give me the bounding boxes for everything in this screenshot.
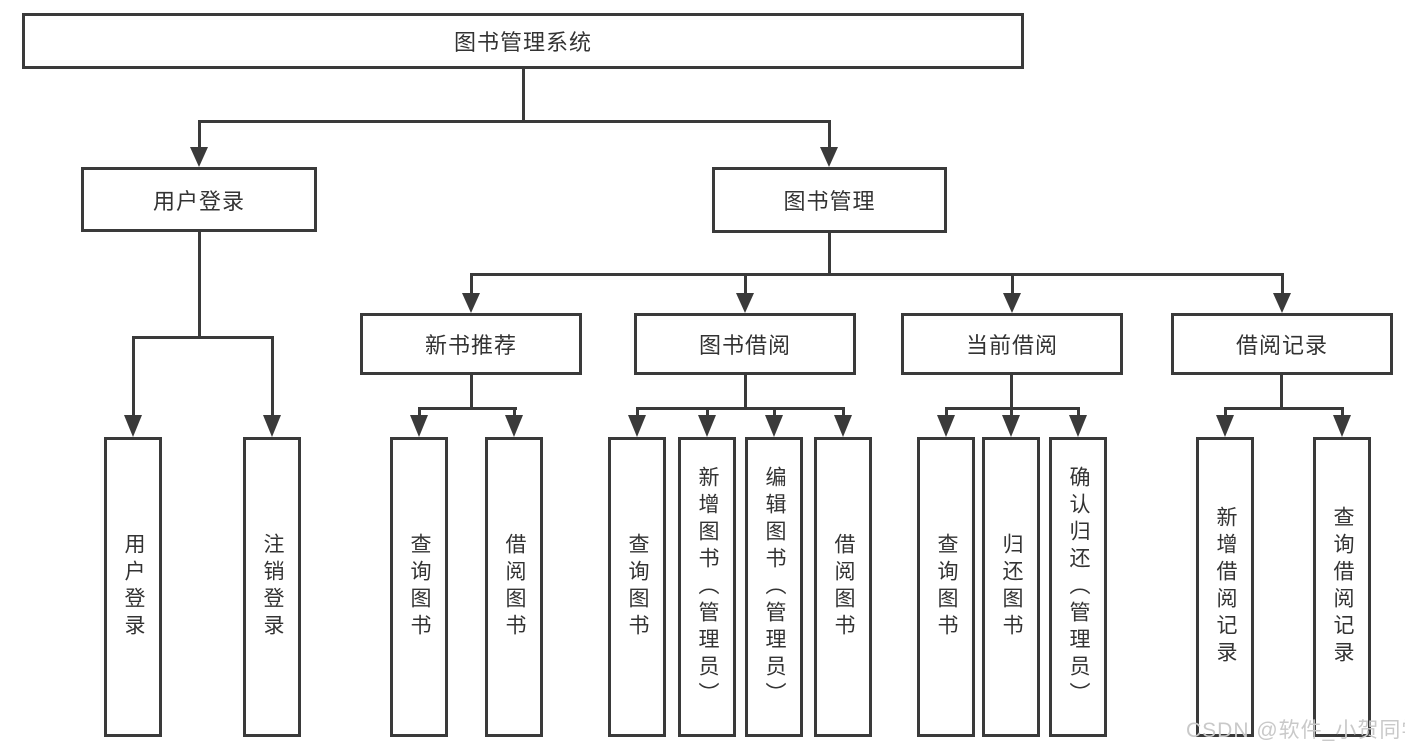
node-book-borrowing: 图书借阅	[634, 313, 856, 375]
connector-line	[945, 407, 948, 415]
connector-line	[828, 233, 831, 276]
connector-line	[132, 336, 274, 339]
leaf-confirm-return-admin: 确认归还（管理员）	[1049, 437, 1107, 737]
leaf-label: 借阅图书	[503, 533, 527, 641]
node-label: 借阅记录	[1235, 333, 1328, 358]
node-user-login: 用户登录	[81, 167, 317, 232]
arrow-down-icon	[736, 293, 754, 313]
leaf-label: 查询图书	[408, 533, 432, 641]
connector-line	[522, 69, 525, 123]
arrow-down-icon	[1003, 293, 1021, 313]
arrow-down-icon	[1333, 415, 1351, 437]
connector-line	[828, 120, 831, 147]
arrow-down-icon	[628, 415, 646, 437]
connector-line	[418, 407, 517, 410]
node-book-management: 图书管理	[712, 167, 947, 233]
leaf-label: 归还图书	[1000, 533, 1024, 641]
leaf-borrow-books-2: 借阅图书	[814, 437, 872, 737]
leaf-logout-login: 注销登录	[243, 437, 301, 737]
connector-line	[1010, 407, 1013, 415]
arrow-down-icon	[698, 415, 716, 437]
leaf-borrow-books: 借阅图书	[485, 437, 543, 737]
arrow-down-icon	[124, 415, 142, 437]
node-label: 用户登录	[152, 188, 245, 214]
leaf-label: 注销登录	[261, 533, 285, 641]
connector-line	[198, 120, 201, 147]
node-label: 当前借阅	[965, 333, 1058, 358]
connector-line	[1280, 375, 1283, 410]
leaf-label: 新增图书（管理员）	[696, 465, 720, 709]
connector-line	[1010, 375, 1013, 410]
connector-line	[198, 120, 831, 123]
leaf-user-login: 用户登录	[104, 437, 162, 737]
arrow-down-icon	[765, 415, 783, 437]
leaf-query-books-2: 查询图书	[608, 437, 666, 737]
arrow-down-icon	[410, 415, 428, 437]
node-library-management-system: 图书管理系统	[22, 13, 1024, 69]
connector-line	[271, 336, 274, 415]
arrow-down-icon	[190, 147, 208, 167]
connector-line	[1281, 273, 1284, 293]
connector-line	[773, 407, 776, 415]
leaf-label: 查询图书	[935, 533, 959, 641]
connector-line	[470, 375, 473, 410]
connector-line	[744, 375, 747, 410]
arrow-down-icon	[505, 415, 523, 437]
leaf-label: 编辑图书（管理员）	[763, 465, 787, 709]
arrow-down-icon	[263, 415, 281, 437]
arrow-down-icon	[937, 415, 955, 437]
leaf-label: 查询借阅记录	[1331, 506, 1355, 668]
leaf-edit-books-admin: 编辑图书（管理员）	[745, 437, 803, 737]
node-new-book-recommendation: 新书推荐	[360, 313, 582, 375]
leaf-query-borrow-record: 查询借阅记录	[1313, 437, 1371, 737]
node-borrowing-records: 借阅记录	[1171, 313, 1393, 375]
arrow-down-icon	[1273, 293, 1291, 313]
leaf-add-borrow-record: 新增借阅记录	[1196, 437, 1254, 737]
arrow-down-icon	[820, 147, 838, 167]
leaf-label: 查询图书	[626, 533, 650, 641]
leaf-label: 新增借阅记录	[1214, 506, 1238, 668]
connector-line	[513, 407, 516, 415]
connector-line	[744, 273, 747, 293]
arrow-down-icon	[1069, 415, 1087, 437]
leaf-query-books-3: 查询图书	[917, 437, 975, 737]
arrow-down-icon	[462, 293, 480, 313]
connector-line	[1341, 407, 1344, 415]
node-current-borrowing: 当前借阅	[901, 313, 1123, 375]
connector-line	[1224, 407, 1227, 415]
connector-line	[636, 407, 845, 410]
connector-line	[1224, 407, 1344, 410]
connector-line	[636, 407, 639, 415]
node-label: 图书管理	[783, 189, 876, 214]
leaf-label: 借阅图书	[832, 533, 856, 641]
arrow-down-icon	[1216, 415, 1234, 437]
connector-line	[418, 407, 421, 415]
connector-line	[706, 407, 709, 415]
watermark-text: CSDN @软件_小贺同学	[1186, 719, 1405, 742]
leaf-query-books: 查询图书	[390, 437, 448, 737]
connector-line	[470, 273, 1284, 276]
connector-line	[470, 273, 473, 293]
node-label: 图书管理系统	[453, 30, 592, 55]
arrow-down-icon	[834, 415, 852, 437]
connector-line	[198, 232, 201, 339]
connector-line	[1077, 407, 1080, 415]
leaf-label: 确认归还（管理员）	[1067, 465, 1091, 709]
connector-line	[842, 407, 845, 415]
leaf-add-books-admin: 新增图书（管理员）	[678, 437, 736, 737]
node-label: 新书推荐	[424, 333, 517, 358]
leaf-return-books: 归还图书	[982, 437, 1040, 737]
leaf-label: 用户登录	[122, 533, 146, 641]
arrow-down-icon	[1002, 415, 1020, 437]
connector-line	[132, 336, 135, 415]
connector-line	[1011, 273, 1014, 293]
node-label: 图书借阅	[698, 333, 791, 358]
